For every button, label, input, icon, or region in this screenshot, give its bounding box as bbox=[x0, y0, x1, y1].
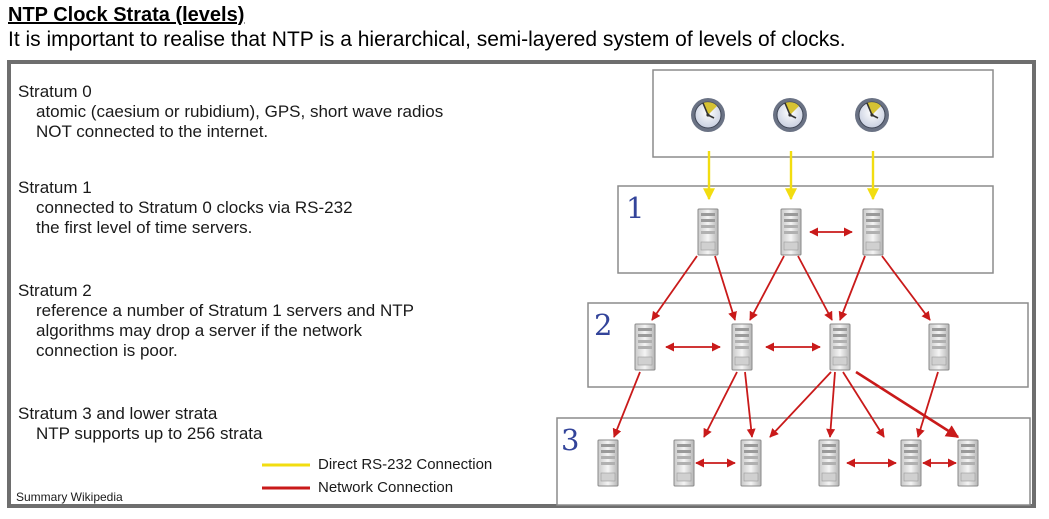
rs232-connections bbox=[703, 151, 879, 201]
stratum-0-description: Stratum 0 atomic (caesium or rubidium), … bbox=[18, 82, 443, 142]
server-icon bbox=[780, 208, 802, 256]
server-icon bbox=[862, 208, 884, 256]
server-icon bbox=[697, 208, 719, 256]
level-label-3: 3 bbox=[561, 423, 579, 457]
server-icon bbox=[673, 439, 695, 487]
network-connection bbox=[826, 371, 836, 438]
stratum-3-heading: Stratum 3 and lower strata bbox=[18, 404, 218, 423]
stratum-1-line: the first level of time servers. bbox=[36, 218, 253, 237]
level-label-2: 2 bbox=[594, 308, 612, 342]
network-connection bbox=[916, 371, 939, 438]
server-icon bbox=[928, 323, 950, 371]
server-icon bbox=[731, 323, 753, 371]
stratum-1-heading: Stratum 1 bbox=[18, 178, 92, 197]
network-connection bbox=[881, 255, 931, 321]
stratum-0-heading: Stratum 0 bbox=[18, 82, 92, 101]
network-connection bbox=[842, 371, 885, 438]
page-subtitle: It is important to realise that NTP is a… bbox=[8, 28, 846, 51]
stratum-1-box bbox=[617, 185, 994, 274]
network-connection bbox=[612, 371, 641, 438]
network-connection bbox=[769, 371, 832, 438]
network-connection bbox=[855, 370, 960, 439]
legend-network-label: Network Connection bbox=[318, 479, 454, 496]
stratum-0-line: NOT connected to the internet. bbox=[36, 122, 269, 141]
stratum-3-line: NTP supports up to 256 strata bbox=[36, 424, 263, 443]
stratum-1-line: connected to Stratum 0 clocks via RS-232 bbox=[36, 198, 353, 217]
level-label-1: 1 bbox=[626, 191, 644, 225]
stratum-2-line: connection is poor. bbox=[36, 341, 178, 360]
network-connection bbox=[797, 255, 833, 321]
stratum-2-line: algorithms may drop a server if the netw… bbox=[36, 321, 362, 340]
page-title: NTP Clock Strata (levels) bbox=[8, 4, 245, 26]
network-connection bbox=[703, 371, 738, 438]
network-connection bbox=[749, 255, 785, 321]
clock-icon bbox=[772, 97, 808, 133]
network-connection bbox=[714, 255, 737, 321]
legend-rs232-label: Direct RS-232 Connection bbox=[318, 456, 493, 473]
server-icon bbox=[740, 439, 762, 487]
stratum-2-heading: Stratum 2 bbox=[18, 281, 92, 300]
server-icon bbox=[597, 439, 619, 487]
network-connections bbox=[612, 227, 960, 468]
server-icon bbox=[900, 439, 922, 487]
server-icon bbox=[829, 323, 851, 371]
server-icon bbox=[957, 439, 979, 487]
server-icon bbox=[818, 439, 840, 487]
stratum-2-description: Stratum 2 reference a number of Stratum … bbox=[18, 281, 414, 361]
server-icon bbox=[634, 323, 656, 371]
source-caption: Summary Wikipedia bbox=[16, 490, 123, 504]
stratum-2-line: reference a number of Stratum 1 servers … bbox=[36, 301, 414, 320]
network-connection bbox=[651, 255, 698, 321]
clock-icon bbox=[690, 97, 726, 133]
clock-icon bbox=[854, 97, 890, 133]
stratum-0-line: atomic (caesium or rubidium), GPS, short… bbox=[36, 102, 444, 121]
network-connection bbox=[744, 371, 756, 438]
stratum-3-description: Stratum 3 and lower strata NTP supports … bbox=[18, 404, 262, 444]
network-connection bbox=[838, 255, 866, 321]
stratum-1-description: Stratum 1 connected to Stratum 0 clocks … bbox=[18, 178, 353, 238]
